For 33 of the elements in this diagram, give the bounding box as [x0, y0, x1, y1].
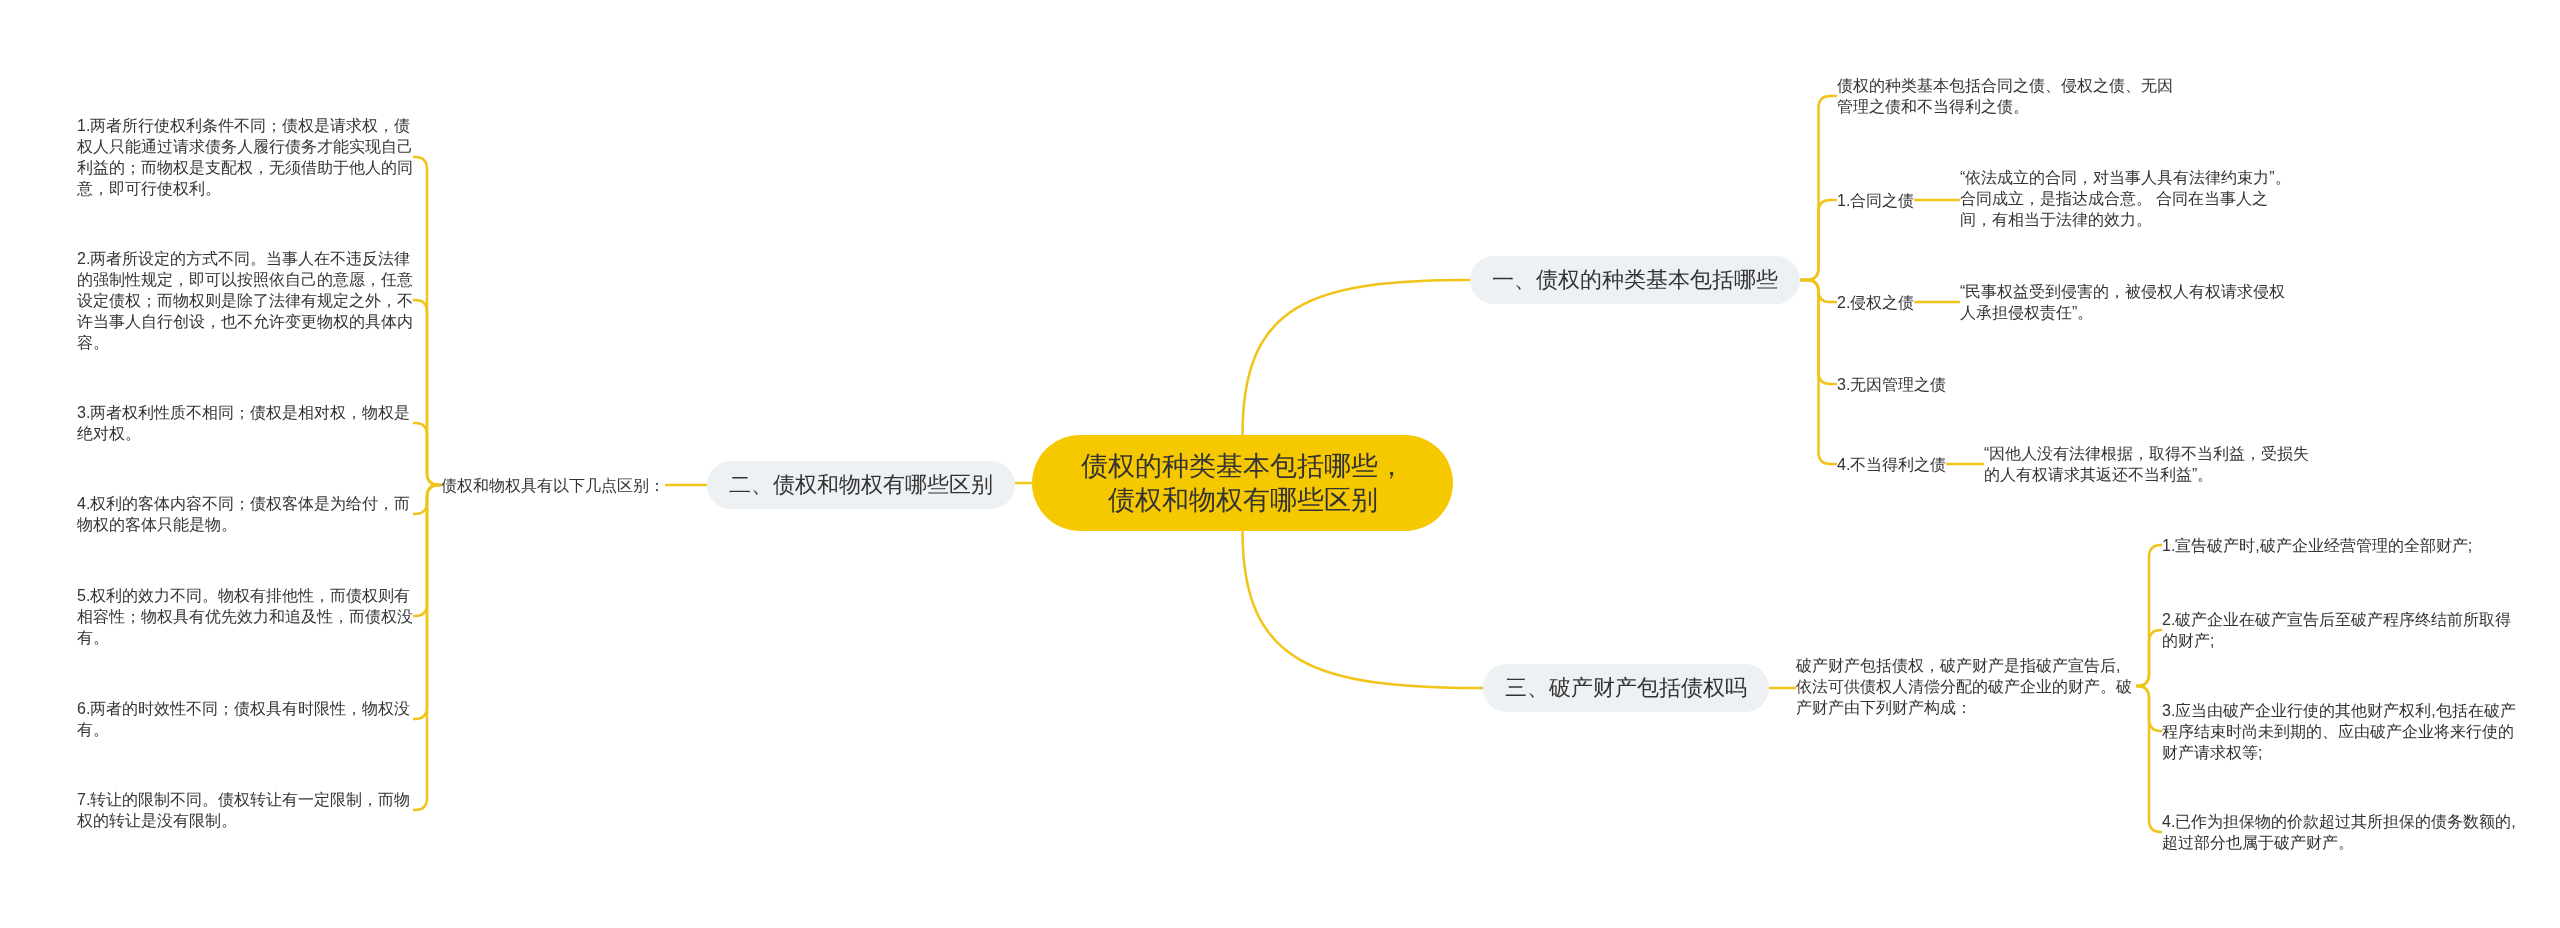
text-note: 2.侵权之债 — [1837, 291, 1915, 313]
topic-pill: 三、破产财产包括债权吗 — [1483, 664, 1769, 712]
connector-line — [665, 483, 707, 487]
text-note: 6.两者的时效性不同；债权具有时限性，物权没有。 — [77, 698, 413, 740]
text-note: 4.已作为担保物的价款超过其所担保的债务数额的,超过部分也属于破产财产。 — [2162, 811, 2522, 853]
text-note: “因他人没有法律根据，取得不当利益，受损失的人有权请求其返还不当利益”。 — [1984, 443, 2319, 485]
connector-line — [1914, 198, 1960, 202]
text-note: 4.权利的客体内容不同；债权客体是为给付，而物权的客体只能是物。 — [77, 493, 413, 535]
text-note: 1.宣告破产时,破产企业经营管理的全部财产; — [2162, 534, 2522, 556]
central-topic: 债权的种类基本包括哪些，债权和物权有哪些区别 — [1032, 435, 1453, 531]
text-note: 4.不当得利之债 — [1837, 453, 1947, 475]
text-note: 破产财产包括债权，破产财产是指破产宣告后,依法可供债权人清偿分配的破产企业的财产。破产财产由下列财产构成： — [1796, 654, 2136, 718]
text-note: 3.无因管理之债 — [1837, 373, 1947, 395]
text-note: 债权的种类基本包括合同之债、侵权之债、无因管理之债和不当得利之债。 — [1837, 75, 2182, 117]
connector-line — [1241, 278, 1470, 436]
topic-pill: 一、债权的种类基本包括哪些 — [1470, 256, 1800, 304]
text-note: “民事权益受到侵害的，被侵权人有权请求侵权人承担侵权责任”。 — [1960, 281, 2295, 323]
text-note: 5.权利的效力不同。物权有排他性，而债权则有相容性；物权具有优先效力和追及性，而债权没有。 — [77, 584, 413, 648]
text-note: 7.转让的限制不同。债权转让有一定限制，而物权的转让是没有限制。 — [77, 789, 413, 831]
text-note: 3.两者权利性质不相同；债权是相对权，物权是绝对权。 — [77, 402, 413, 444]
text-note: “依法成立的合同，对当事人具有法律约束力”。合同成立，是指达成合意。 合同在当事人之间，有相当于法律的效力。 — [1960, 166, 2295, 230]
connector-line — [1241, 530, 1483, 690]
connector-line — [1946, 462, 1984, 466]
text-note: 债权和物权具有以下几点区别： — [441, 474, 665, 496]
topic-pill: 二、债权和物权有哪些区别 — [707, 461, 1015, 509]
text-note: 1.合同之债 — [1837, 189, 1915, 211]
connector-line — [1769, 686, 1796, 690]
connector-line — [2135, 684, 2163, 834]
text-note: 3.应当由破产企业行使的其他财产权利,包括在破产程序结束时尚未到期的、应由破产企业将来行使的财产请求权等; — [2162, 699, 2522, 763]
text-note: 1.两者所行使权利条件不同；债权是请求权，债权人只能通过请求债务人履行债务才能实现自己利益的；而物权是支配权，无须借助于他人的同意，即可行使权利。 — [77, 115, 413, 199]
connector-line — [1914, 300, 1960, 304]
text-note: 2.破产企业在破产宣告后至破产程序终结前所取得的财产; — [2162, 609, 2522, 651]
text-note: 2.两者所设定的方式不同。当事人在不违反法律的强制性规定，即可以按照依自己的意愿，任意设定债权；而物权则是除了法律有规定之外，不许当事人自行创设，也不允许变更物权的具体内容。 — [77, 247, 413, 353]
